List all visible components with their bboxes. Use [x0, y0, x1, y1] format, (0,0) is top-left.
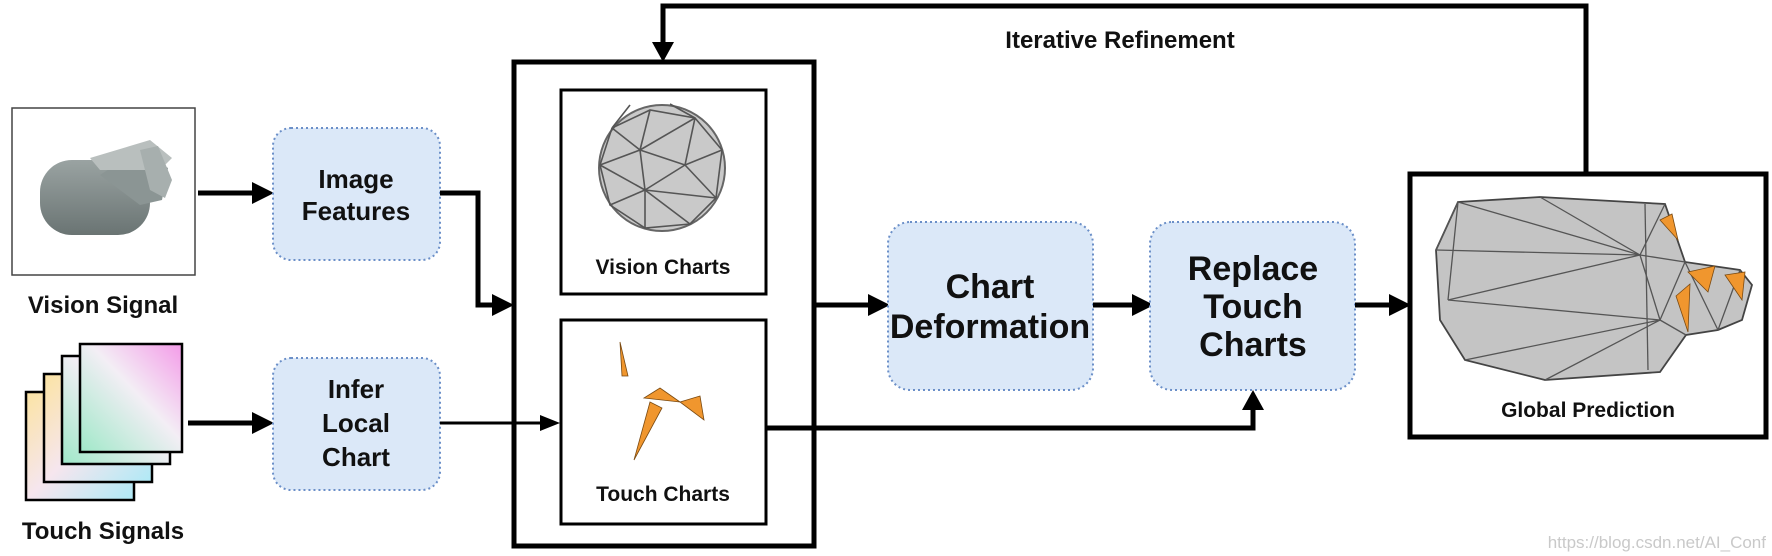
touch-signals-stack [24, 342, 184, 502]
arrow-touch-to-infer-local [188, 412, 274, 434]
infer-local-label-line1: Infer [328, 374, 384, 404]
global-prediction-mesh [1435, 196, 1753, 381]
touch-chart-patches [619, 341, 705, 461]
vision-signal-image [11, 107, 196, 276]
vision-signal-label: Vision Signal [28, 292, 178, 319]
touch-charts-label: Touch Charts [596, 483, 730, 506]
arrow-image-features-to-charts [440, 190, 514, 316]
watermark-text: https://blog.csdn.net/AI_Conf [1548, 533, 1767, 552]
image-features-label-line2: Features [302, 196, 410, 226]
image-features-box: Image Features [272, 127, 441, 261]
replace-label-line3: Charts [1199, 326, 1307, 364]
arrow-deformation-to-replace [1093, 294, 1154, 316]
infer-local-label-line2: Local [322, 408, 390, 438]
chart-deformation-label-line1: Chart [946, 268, 1035, 306]
replace-label-line2: Touch [1203, 288, 1302, 326]
arrow-charts-to-deformation [814, 294, 890, 316]
global-prediction-label: Global Prediction [1501, 399, 1675, 422]
replace-touch-charts-box: Replace Touch Charts [1149, 221, 1356, 391]
vision-sphere-mesh [598, 103, 726, 232]
arrow-vision-to-image-features [198, 182, 274, 204]
touch-charts-box: Touch Charts [559, 318, 768, 526]
arrow-touch-charts-to-replace [766, 390, 1264, 431]
vision-charts-label: Vision Charts [596, 256, 731, 279]
image-features-label-line1: Image [318, 164, 393, 194]
iterative-refinement-label: Iterative Refinement [1005, 27, 1234, 54]
infer-local-chart-box: Infer Local Chart [272, 357, 441, 491]
infer-local-label-line3: Chart [322, 442, 390, 472]
global-prediction-box: Global Prediction [1407, 171, 1769, 440]
chart-deformation-box: Chart Deformation [887, 221, 1094, 391]
arrow-replace-to-global [1355, 294, 1411, 316]
chart-deformation-label-line2: Deformation [890, 308, 1090, 346]
touch-signals-label: Touch Signals [22, 518, 184, 545]
replace-label-line1: Replace [1188, 250, 1318, 288]
iterative-refinement-loop: Iterative Refinement [652, 3, 1589, 172]
vision-charts-box: Vision Charts [559, 88, 768, 296]
arrow-infer-local-to-touch-charts [440, 415, 560, 431]
